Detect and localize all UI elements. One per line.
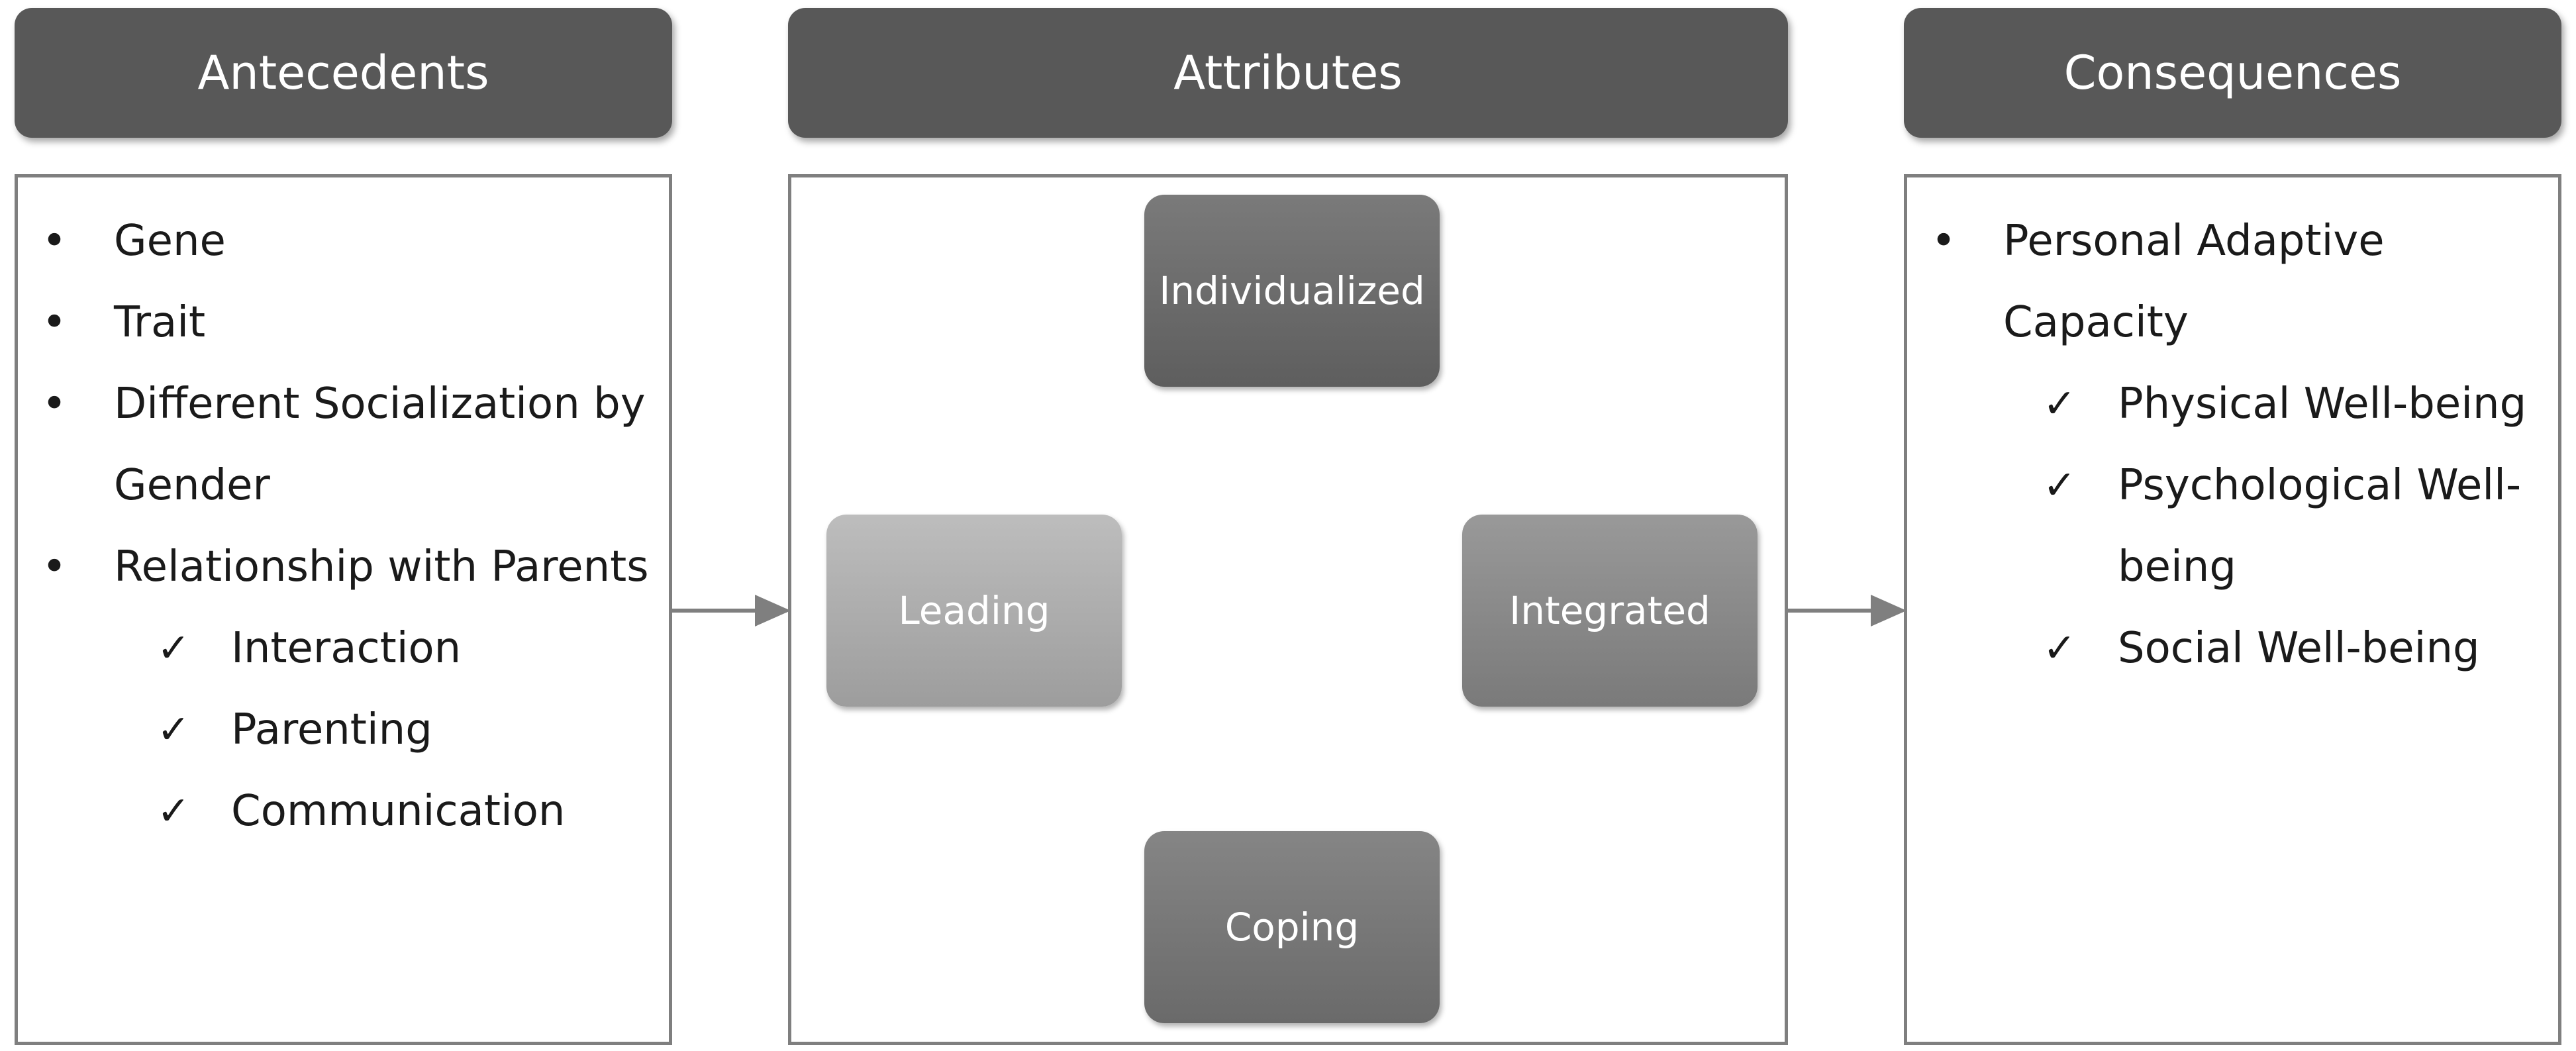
list-item-text: Gender [114,461,270,510]
bullet-icon: • [1931,217,1956,266]
header-consequences: Consequences [1904,8,2561,138]
sub-list-item-continuation: being [2118,526,2558,608]
header-consequences-label: Consequences [2063,46,2402,100]
sub-list-item-text: Psychological Well- [2118,461,2522,510]
header-attributes: Attributes [788,8,1788,138]
attribute-node-individualized: Individualized [1144,195,1440,387]
attribute-node-leading: Leading [826,515,1122,707]
sub-list-item: ✓ Parenting [18,689,669,771]
list-item-text: Capacity [2003,298,2189,347]
sub-list-item-text: Social Well-being [2118,624,2480,673]
check-icon: ✓ [156,707,191,753]
bullet-icon: • [42,379,67,428]
header-attributes-label: Attributes [1173,46,1403,100]
list-item-text: Personal Adaptive [2003,217,2385,266]
list-item: • Personal Adaptive [1907,201,2558,282]
list-item-text: Trait [114,298,206,347]
check-icon: ✓ [156,625,191,672]
bullet-icon: • [42,298,67,347]
antecedents-list: • Gene • Trait • Different Socialization… [18,201,669,852]
consequences-list: • Personal Adaptive Capacity ✓ Physical … [1907,201,2558,689]
check-icon: ✓ [2042,462,2077,509]
bullet-icon: • [42,542,67,591]
attribute-node-integrated: Integrated [1462,515,1758,707]
list-item-text: Relationship with Parents [114,542,649,591]
sub-list-item-text: Physical Well-being [2118,379,2527,428]
bullet-icon: • [42,217,67,266]
list-item: • Relationship with Parents [18,526,669,608]
attribute-node-label: Individualized [1159,268,1425,313]
check-icon: ✓ [2042,381,2077,427]
consequences-panel: • Personal Adaptive Capacity ✓ Physical … [1904,174,2561,1045]
check-icon: ✓ [2042,625,2077,672]
sub-list-item: ✓ Psychological Well- [1907,445,2558,526]
list-item-continuation: Gender [114,445,669,526]
list-item: • Different Socialization by [18,364,669,445]
list-item: • Trait [18,282,669,364]
list-item-text: Different Socialization by [114,379,646,428]
sub-list-item-text: Parenting [231,705,432,754]
header-antecedents: Antecedents [15,8,672,138]
sub-list-item-text: Communication [231,787,566,836]
sub-list-item: ✓ Communication [18,771,669,852]
attribute-node-coping: Coping [1144,831,1440,1023]
sub-list-item: ✓ Interaction [18,608,669,689]
header-antecedents-label: Antecedents [197,46,489,100]
attribute-node-label: Integrated [1509,588,1710,633]
antecedents-panel: • Gene • Trait • Different Socialization… [15,174,672,1045]
sub-list-item: ✓ Physical Well-being [1907,364,2558,445]
attribute-node-label: Coping [1224,905,1360,950]
list-item: • Gene [18,201,669,282]
sub-list-item-text: being [2118,542,2236,591]
list-item-continuation: Capacity [2003,282,2558,364]
sub-list-item: ✓ Social Well-being [1907,608,2558,689]
sub-list-item-text: Interaction [231,624,462,673]
attribute-node-label: Leading [898,588,1050,633]
list-item-text: Gene [114,217,226,266]
check-icon: ✓ [156,788,191,834]
